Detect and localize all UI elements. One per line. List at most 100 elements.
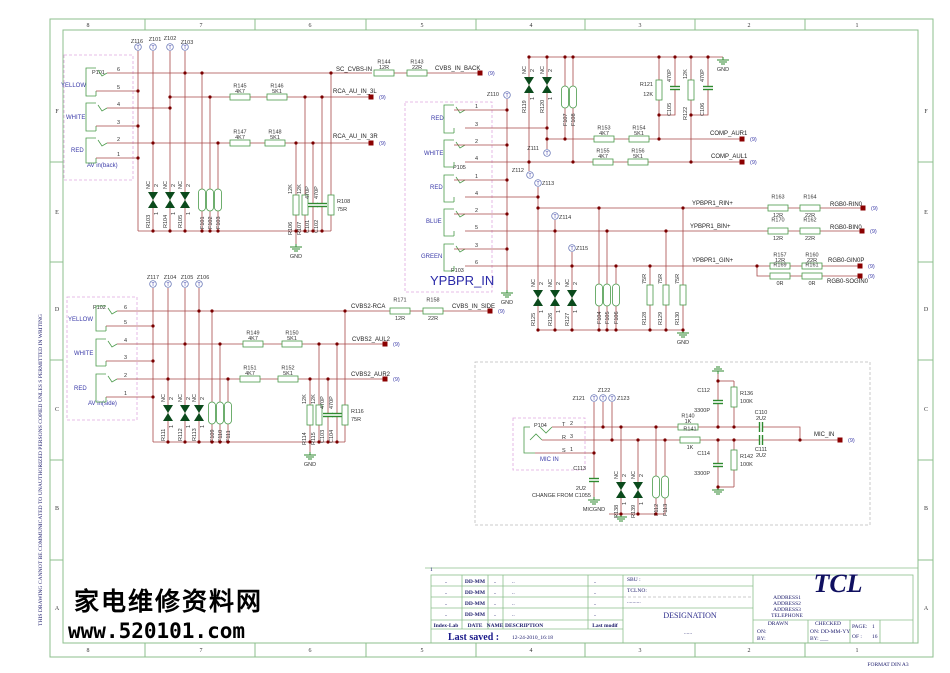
testpoint-icon[interactable] bbox=[181, 43, 189, 51]
testpoint-icon[interactable] bbox=[534, 179, 542, 187]
resistor-r156[interactable] bbox=[627, 158, 649, 166]
port-cvbs_in_side[interactable] bbox=[487, 308, 493, 314]
resistor-r130[interactable] bbox=[679, 284, 687, 306]
port-rgb0_sogin0[interactable] bbox=[857, 273, 863, 279]
jack-yellow[interactable] bbox=[95, 305, 106, 332]
testpoint-icon[interactable] bbox=[568, 244, 576, 252]
resistor-r170[interactable] bbox=[767, 227, 789, 235]
resistor-r146[interactable] bbox=[266, 93, 288, 101]
jack-red[interactable] bbox=[443, 104, 454, 134]
port-cvbs_in_back[interactable] bbox=[477, 70, 483, 76]
tvs-diode-r112[interactable] bbox=[180, 405, 190, 413]
resistor-r129[interactable] bbox=[662, 284, 670, 306]
jack-green[interactable] bbox=[443, 243, 454, 272]
resistor-r154[interactable] bbox=[628, 135, 650, 143]
testpoint-icon[interactable] bbox=[164, 280, 172, 288]
ferrite-bead-f110[interactable] bbox=[216, 401, 224, 425]
resistor-r152[interactable] bbox=[277, 375, 299, 383]
resistor-r128[interactable] bbox=[646, 284, 654, 306]
ferrite-bead-f103[interactable] bbox=[214, 188, 222, 212]
resistor-r121[interactable] bbox=[655, 79, 663, 101]
resistor-r136[interactable] bbox=[730, 386, 738, 408]
testpoint-icon[interactable] bbox=[166, 43, 174, 51]
ferrite-bead-f112[interactable] bbox=[652, 475, 660, 499]
testpoint-icon[interactable] bbox=[526, 171, 534, 179]
jack-white[interactable] bbox=[95, 338, 106, 367]
port-mic_in[interactable] bbox=[837, 437, 843, 443]
resistor-r151[interactable] bbox=[239, 375, 261, 383]
testpoint-icon[interactable] bbox=[149, 280, 157, 288]
testpoint-icon[interactable] bbox=[134, 43, 142, 51]
tvs-diode-r126[interactable] bbox=[550, 290, 560, 298]
tvs-diode-r105[interactable] bbox=[180, 192, 190, 200]
resistor-r171[interactable] bbox=[389, 307, 411, 315]
port-cvbs2_aur2[interactable] bbox=[382, 376, 388, 382]
jack-red[interactable] bbox=[443, 174, 454, 203]
resistor-r169[interactable] bbox=[769, 272, 791, 280]
tvs-diode-r104[interactable] bbox=[165, 192, 175, 200]
mic-jack[interactable] bbox=[523, 426, 535, 454]
ferrite-bead-f111[interactable] bbox=[224, 401, 232, 425]
port-rca_au_in_3r[interactable] bbox=[368, 140, 374, 146]
tvs-diode-r103[interactable] bbox=[148, 192, 158, 200]
resistor-r106[interactable] bbox=[292, 194, 300, 216]
resistor-r116[interactable] bbox=[341, 404, 349, 426]
resistor-r122[interactable] bbox=[687, 79, 695, 101]
jack-red[interactable] bbox=[85, 137, 96, 164]
testpoint-icon[interactable] bbox=[590, 394, 598, 402]
ferrite-bead-f105[interactable] bbox=[603, 283, 611, 307]
tvs-diode-r111[interactable] bbox=[163, 405, 173, 413]
resistor-r144[interactable] bbox=[373, 69, 395, 77]
testpoint-icon[interactable] bbox=[551, 212, 559, 220]
resistor-r115[interactable] bbox=[315, 404, 323, 426]
resistor-r163[interactable] bbox=[767, 204, 789, 212]
resistor-r149[interactable] bbox=[242, 340, 264, 348]
resistor-r157[interactable] bbox=[769, 262, 791, 270]
testpoint-icon[interactable] bbox=[503, 91, 511, 99]
tvs-diode-r139[interactable] bbox=[633, 482, 643, 490]
jack-red[interactable] bbox=[95, 373, 106, 403]
ferrite-bead-f109[interactable] bbox=[208, 401, 216, 425]
testpoint-icon[interactable] bbox=[181, 280, 189, 288]
resistor-r140[interactable] bbox=[677, 423, 699, 431]
resistor-r155[interactable] bbox=[592, 158, 614, 166]
ferrite-bead-f101[interactable] bbox=[198, 188, 206, 212]
port-rgb0_rin0[interactable] bbox=[860, 205, 866, 211]
resistor-r108[interactable] bbox=[327, 194, 335, 216]
resistor-r164[interactable] bbox=[799, 204, 821, 212]
port-rca_au_in_3l[interactable] bbox=[368, 94, 374, 100]
resistor-r160[interactable] bbox=[801, 262, 823, 270]
resistor-r150[interactable] bbox=[281, 340, 303, 348]
ferrite-bead-f107[interactable] bbox=[561, 85, 569, 109]
tvs-diode-r125[interactable] bbox=[533, 290, 543, 298]
resistor-r162[interactable] bbox=[799, 227, 821, 235]
port-rgb0_bin0[interactable] bbox=[859, 228, 865, 234]
testpoint-icon[interactable] bbox=[149, 43, 157, 51]
tvs-diode-r120[interactable] bbox=[542, 77, 552, 85]
resistor-r143[interactable] bbox=[406, 69, 428, 77]
resistor-r153[interactable] bbox=[593, 135, 615, 143]
jack-yellow[interactable] bbox=[85, 67, 96, 97]
testpoint-icon[interactable] bbox=[195, 280, 203, 288]
resistor-r158[interactable] bbox=[422, 307, 444, 315]
testpoint-icon[interactable] bbox=[599, 394, 607, 402]
resistor-r148[interactable] bbox=[264, 139, 286, 147]
resistor-r114[interactable] bbox=[306, 404, 314, 426]
tvs-diode-r119[interactable] bbox=[524, 77, 534, 85]
jack-white[interactable] bbox=[443, 139, 454, 168]
ferrite-bead-f108[interactable] bbox=[569, 85, 577, 109]
testpoint-icon[interactable] bbox=[543, 149, 551, 157]
tvs-diode-r127[interactable] bbox=[567, 290, 577, 298]
testpoint-icon[interactable] bbox=[608, 394, 616, 402]
ferrite-bead-f106[interactable] bbox=[612, 283, 620, 307]
tvs-diode-r113[interactable] bbox=[194, 405, 204, 413]
resistor-r147[interactable] bbox=[229, 139, 251, 147]
port-cvbs2_aul2[interactable] bbox=[382, 341, 388, 347]
resistor-r145[interactable] bbox=[229, 93, 251, 101]
port-comp_aur1[interactable] bbox=[739, 136, 745, 142]
jack-white[interactable] bbox=[85, 102, 96, 132]
resistor-r141[interactable] bbox=[679, 436, 701, 444]
resistor-r161[interactable] bbox=[801, 272, 823, 280]
ferrite-bead-f102[interactable] bbox=[206, 188, 214, 212]
ferrite-bead-f104[interactable] bbox=[595, 283, 603, 307]
